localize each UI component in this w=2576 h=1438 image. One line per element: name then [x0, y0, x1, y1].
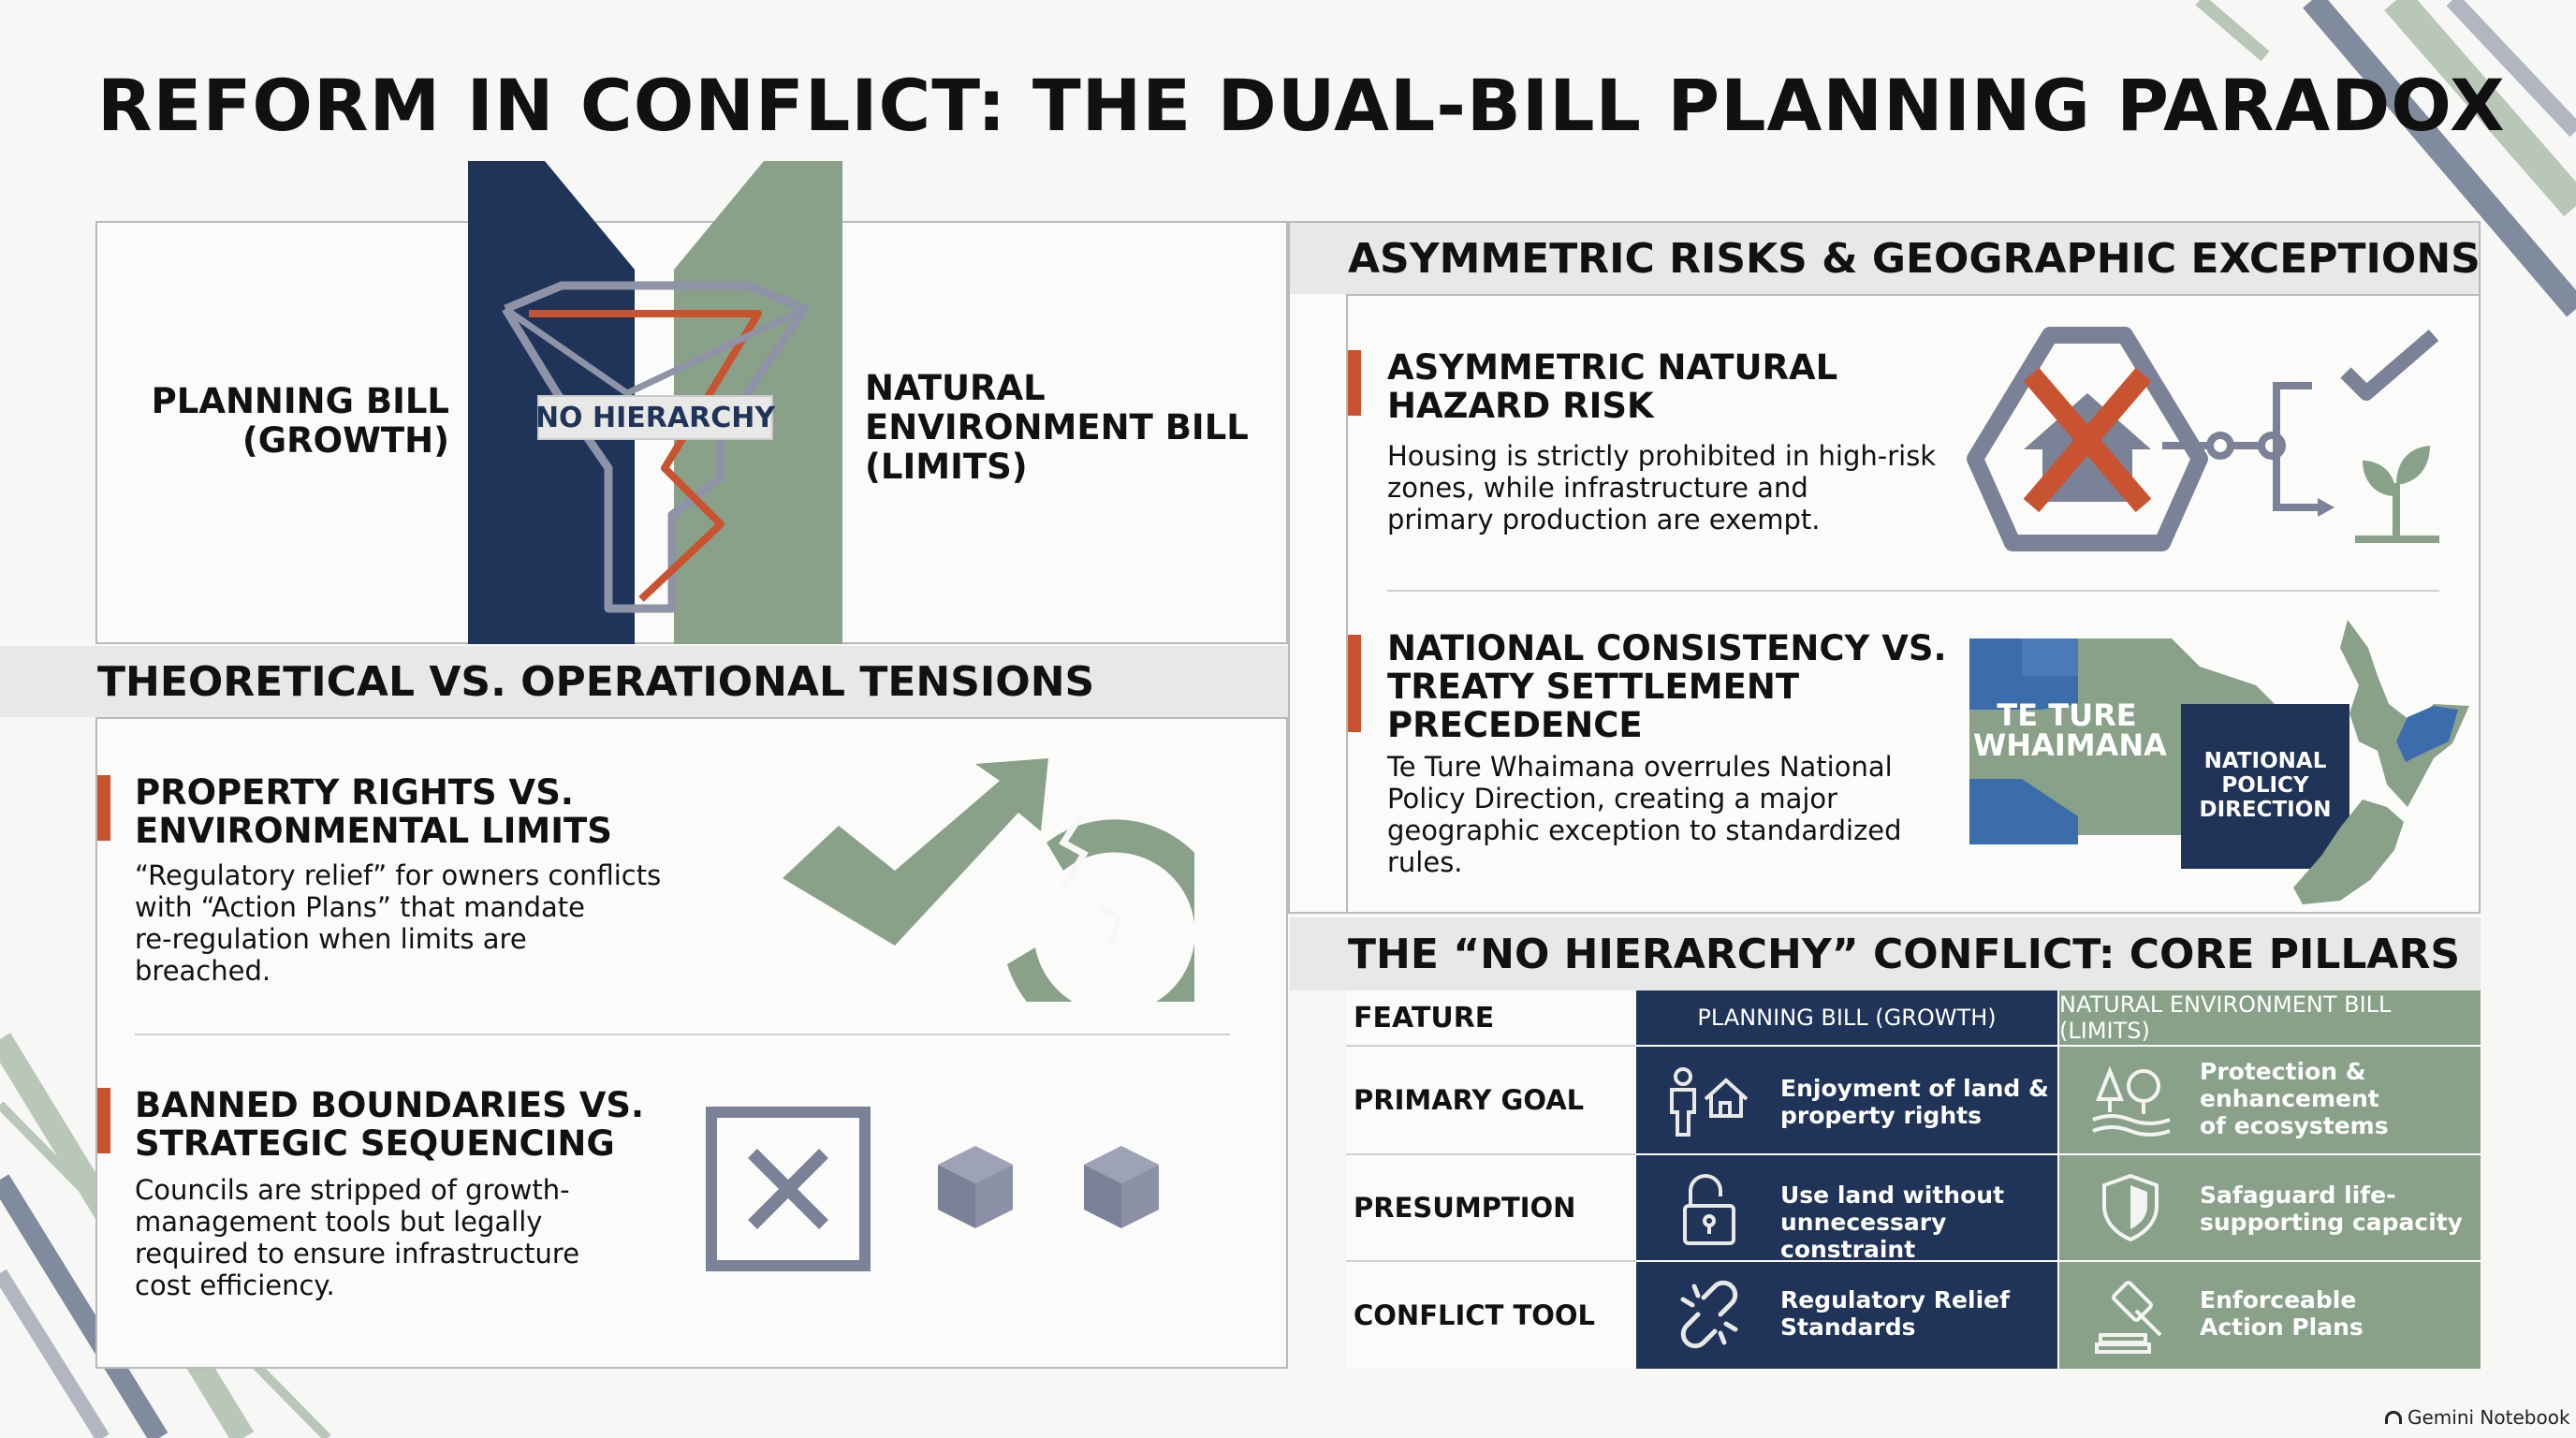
table-cell-nature: Safaguard life- supporting capacity [2059, 1155, 2481, 1260]
page-title: REFORM IN CONFLICT: THE DUAL-BILL PLANNI… [97, 64, 2506, 147]
tensions-heading: THEORETICAL VS. OPERATIONAL TENSIONS [97, 657, 1095, 706]
divider [1387, 590, 2439, 592]
risks-heading: ASYMMETRIC RISKS & GEOGRAPHIC EXCEPTIONS [1348, 234, 2481, 283]
pillars-heading: THE “NO HIERARCHY” CONFLICT: CORE PILLAR… [1348, 930, 2461, 978]
table-cell-nature: Enforceable Action Plans [2059, 1262, 2481, 1369]
national-policy-direction-map-label: NATIONAL POLICY DIRECTION [2199, 749, 2332, 822]
broken-chain-icon [1680, 1280, 1738, 1349]
table-cell-planning: Enjoyment of land & property rights [1636, 1047, 2057, 1153]
table-row-label: PRESUMPTION [1354, 1192, 1576, 1224]
accent-bar [97, 775, 110, 841]
gavel-icon [2095, 1281, 2162, 1354]
cell-text: Safaguard life- supporting capacity [2200, 1181, 2463, 1236]
te-ture-whaimana-map-label: TE TURE WHAIMANA [1973, 697, 2167, 763]
natural-environment-bill-label: NATURAL ENVIRONMENT BILL (LIMITS) [865, 368, 1249, 487]
table-header-planning: PLANNING BILL (GROWTH) [1636, 990, 2057, 1045]
risk-item-title: ASYMMETRIC NATURAL HAZARD RISK [1387, 347, 1838, 426]
table-header-feature: FEATURE [1354, 1001, 1495, 1034]
tension-item-title: PROPERTY RIGHTS VS. ENVIRONMENTAL LIMITS [135, 772, 612, 851]
divider [1346, 1260, 1636, 1262]
tensions-heading-band: THEORETICAL VS. OPERATIONAL TENSIONS [0, 646, 1288, 717]
person-house-icon [1670, 1067, 1749, 1137]
cell-text: Use land without unnecessary constraint [1780, 1181, 2005, 1263]
accent-bar [97, 1088, 110, 1153]
risks-heading-band: ASYMMETRIC RISKS & GEOGRAPHIC EXCEPTIONS [1290, 223, 2481, 294]
no-hierarchy-badge: NO HIERARCHY [534, 395, 776, 440]
tension-item-body: Councils are stripped of growth- managem… [135, 1174, 580, 1301]
divider [1346, 1045, 1636, 1047]
open-padlock-icon [1683, 1174, 1735, 1245]
trees-water-icon [2092, 1065, 2171, 1137]
footer-brand: Gemini Notebook [2385, 1406, 2570, 1429]
tension-item-body: “Regulatory relief” for owners conflicts… [135, 859, 662, 987]
cell-text: Protection & enhancement of ecosystems [2200, 1058, 2389, 1139]
cell-text: Enjoyment of land & property rights [1780, 1075, 2049, 1129]
broken-arrow-cycle-icon [783, 758, 1194, 1002]
new-zealand-map-icon [1969, 620, 2469, 904]
hazard-house-branch-icon [1967, 327, 2439, 551]
brand-name: Gemini Notebook [2408, 1406, 2570, 1429]
divider [135, 1034, 1230, 1035]
shield-icon [2102, 1173, 2159, 1242]
tension-item-title: BANNED BOUNDARIES VS. STRATEGIC SEQUENCI… [135, 1085, 645, 1164]
risk-item-title: NATIONAL CONSISTENCY VS. TREATY SETTLEME… [1387, 628, 1947, 745]
cell-text: Enforceable Action Plans [2200, 1286, 2364, 1341]
accent-bar [1348, 350, 1361, 416]
crossed-box-and-cubes-icon [706, 1107, 1159, 1271]
pillars-heading-band: THE “NO HIERARCHY” CONFLICT: CORE PILLAR… [1290, 917, 2481, 990]
planning-bill-label: PLANNING BILL (GROWTH) [151, 381, 449, 461]
risk-item-body: Housing is strictly prohibited in high-r… [1387, 440, 1937, 536]
pillars-table: FEATURE PLANNING BILL (GROWTH) NATURAL E… [1346, 990, 2481, 1369]
table-header-nature: NATURAL ENVIRONMENT BILL (LIMITS) [2059, 990, 2481, 1045]
table-cell-planning: Use land without unnecessary constraint [1636, 1155, 2057, 1263]
divider [1346, 1153, 1636, 1155]
risk-item-body: Te Ture Whaimana overrules National Poli… [1387, 751, 1902, 878]
table-cell-planning: Regulatory Relief Standards [1636, 1262, 2057, 1369]
table-row-label: CONFLICT TOOL [1354, 1299, 1596, 1331]
table-row-label: PRIMARY GOAL [1354, 1084, 1585, 1116]
no-hierarchy-label: NO HIERARCHY [534, 401, 776, 434]
brand-logo-icon [2385, 1411, 2402, 1424]
accent-bar [1348, 635, 1361, 732]
cell-text: Regulatory Relief Standards [1780, 1286, 2010, 1341]
table-cell-nature: Protection & enhancement of ecosystems [2059, 1047, 2481, 1153]
